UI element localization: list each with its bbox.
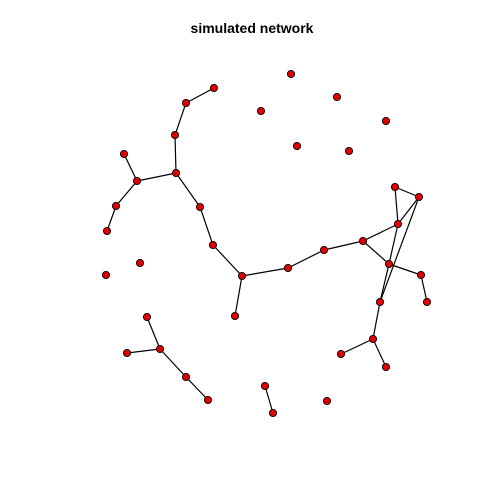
network-edge (394, 186, 420, 198)
network-node (381, 362, 391, 372)
network-edge (372, 301, 381, 340)
network-node (170, 130, 180, 140)
network-node (393, 219, 403, 229)
network-edge (388, 223, 399, 265)
network-node (256, 106, 266, 116)
network-node (260, 381, 270, 391)
edges-layer (106, 87, 428, 414)
network-node (195, 202, 205, 212)
network-edge (115, 180, 138, 207)
network-edge (379, 263, 390, 303)
network-edge (388, 263, 422, 276)
network-edge (241, 267, 289, 277)
network-node (375, 297, 385, 307)
network-node (384, 259, 394, 269)
network-node (203, 395, 213, 405)
network-node (319, 245, 329, 255)
network-node (102, 226, 112, 236)
network-node (292, 141, 302, 151)
network-edge (372, 338, 387, 368)
network-edge (136, 172, 177, 182)
network-edge (174, 134, 177, 174)
network-node (155, 344, 165, 354)
network-node (390, 182, 400, 192)
network-edge (123, 153, 138, 182)
network-node (230, 311, 240, 321)
network-edge (362, 223, 399, 242)
network-edge (106, 205, 117, 232)
network-node (132, 176, 142, 186)
network-edge (394, 186, 399, 225)
network-node (171, 168, 181, 178)
network-edge (397, 196, 420, 225)
network-node (122, 348, 132, 358)
network-edge (379, 196, 420, 303)
network-edge (185, 376, 209, 401)
network-edge (234, 275, 243, 317)
network-node (368, 334, 378, 344)
network-node (119, 149, 129, 159)
network-edge (212, 244, 243, 277)
network-edge (264, 385, 274, 414)
network-node (181, 98, 191, 108)
network-edge (126, 348, 161, 354)
network-edge (175, 172, 201, 208)
network-node (101, 270, 111, 280)
network-node (322, 396, 332, 406)
network-node (344, 146, 354, 156)
network-edge (420, 274, 428, 303)
network-node (209, 83, 219, 93)
network-node (208, 240, 218, 250)
network-node (416, 270, 426, 280)
network-node (358, 236, 368, 246)
network-edge (174, 102, 187, 136)
network-node (283, 263, 293, 273)
network-node (286, 69, 296, 79)
network-edge (362, 240, 390, 265)
network-edge (185, 87, 215, 104)
plot-title: simulated network (190, 20, 314, 36)
network-node (237, 271, 247, 281)
nodes-layer (101, 69, 432, 418)
network-edge (323, 240, 364, 251)
network-node (111, 201, 121, 211)
network-edge (287, 249, 325, 269)
network-node (381, 116, 391, 126)
network-node (142, 312, 152, 322)
network-node (422, 297, 432, 307)
network-node (332, 92, 342, 102)
network-edge (199, 206, 214, 246)
network-node (135, 258, 145, 268)
network-edge (146, 316, 161, 350)
network-edge (340, 338, 374, 355)
network-edge (159, 348, 187, 378)
network-node (336, 349, 346, 359)
network-node (268, 408, 278, 418)
network-node (414, 192, 424, 202)
network-node (181, 372, 191, 382)
